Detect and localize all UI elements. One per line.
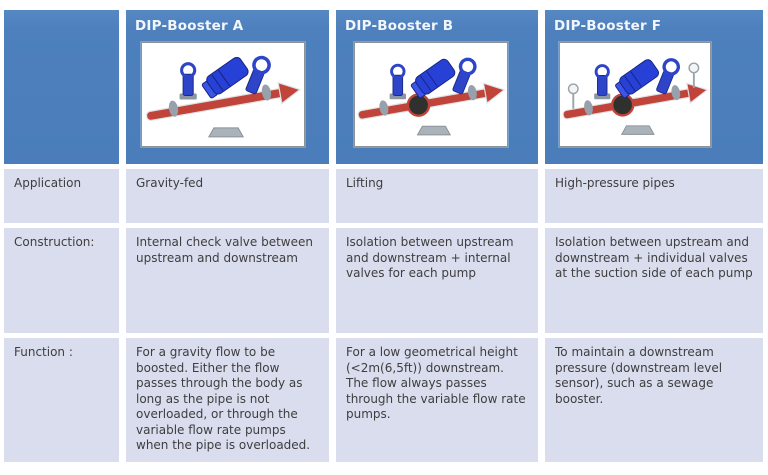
pipe-flange-right xyxy=(261,84,272,101)
pump-motor xyxy=(201,56,249,99)
left-valve xyxy=(594,64,611,100)
cell-application-booster-f: High-pressure pipes xyxy=(545,169,763,223)
pipe-flange-right xyxy=(467,84,477,101)
base-stand xyxy=(208,127,245,138)
booster-b-image-frame xyxy=(354,42,508,147)
cell-construction-booster-f: Isolation between upstream and downstrea… xyxy=(545,228,763,333)
pipe-flow-arrow xyxy=(145,81,302,122)
booster-a-image xyxy=(145,55,302,138)
pressure-gauge-left-icon xyxy=(567,83,579,109)
base-stand xyxy=(416,125,452,136)
booster-a-title: DIP-Booster A xyxy=(135,18,244,34)
pressure-gauge-right-icon xyxy=(688,62,700,88)
row-label-construction: Construction: xyxy=(4,228,119,333)
pipe-flange-left xyxy=(379,100,389,116)
cell-function-booster-f: To maintain a downstream pressure (downs… xyxy=(545,338,763,462)
cell-function-booster-b: For a low geometrical height (<2m(6,5ft)… xyxy=(336,338,538,462)
booster-b-title: DIP-Booster B xyxy=(345,18,454,34)
cell-construction-booster-a: Internal check valve between upstream an… xyxy=(126,228,329,333)
pipe-flange-right xyxy=(671,85,681,101)
cell-function-booster-a: For a gravity flow to be boosted. Either… xyxy=(126,338,329,462)
header-cell-booster-f: DIP-Booster F xyxy=(545,10,763,164)
booster-comparison-table: DIP-Booster A xyxy=(4,10,763,462)
cell-construction-booster-b: Isolation between upstream and downstrea… xyxy=(336,228,538,333)
booster-b-image xyxy=(357,57,506,136)
left-valve xyxy=(389,63,406,100)
right-valve xyxy=(452,57,477,95)
pump-motor xyxy=(615,59,660,99)
booster-f-image-frame xyxy=(559,42,711,147)
left-valve xyxy=(179,62,197,100)
pipe-flange-left xyxy=(584,100,593,116)
pump-motor xyxy=(410,58,456,99)
cell-application-booster-a: Gravity-fed xyxy=(126,169,329,223)
right-valve xyxy=(656,58,681,95)
header-cell-booster-b: DIP-Booster B xyxy=(336,10,538,164)
row-label-function: Function : xyxy=(4,338,119,462)
cell-application-booster-b: Lifting xyxy=(336,169,538,223)
check-valve-body xyxy=(406,93,431,117)
booster-a-image-frame xyxy=(141,42,305,147)
header-cell-empty xyxy=(4,10,119,164)
base-stand xyxy=(620,125,655,135)
pipe-flange-left xyxy=(168,100,179,117)
right-valve xyxy=(245,55,271,95)
header-cell-booster-a: DIP-Booster A xyxy=(126,10,329,164)
booster-f-title: DIP-Booster F xyxy=(554,18,662,34)
booster-f-image xyxy=(562,58,709,135)
check-valve-body xyxy=(611,93,635,117)
row-label-application: Application xyxy=(4,169,119,223)
